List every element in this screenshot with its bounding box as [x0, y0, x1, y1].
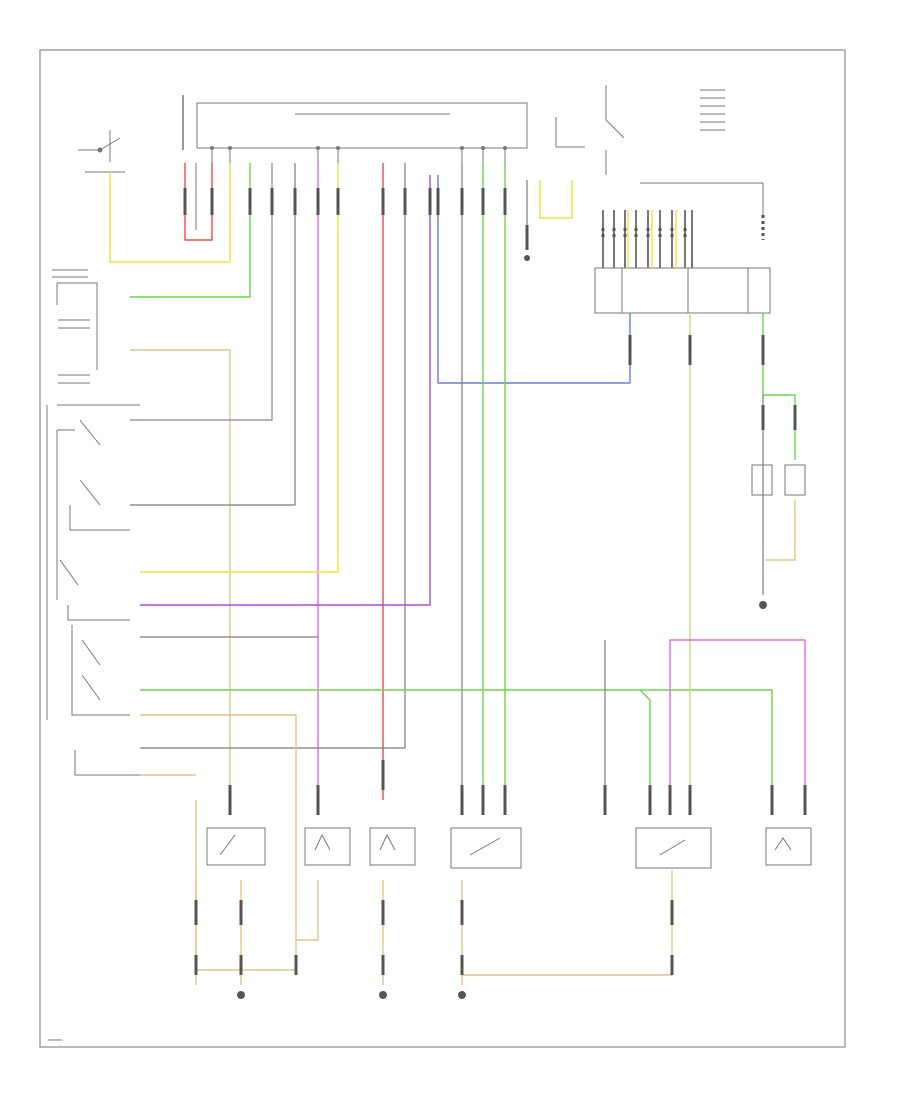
ground-point-3: [458, 991, 466, 999]
left-switch-assembly: [46, 282, 140, 776]
control-module: [182, 95, 528, 163]
ignition-switch: [78, 130, 125, 173]
ground-point-1: [237, 991, 245, 999]
ground-point-2: [379, 991, 387, 999]
ground-points: [237, 255, 767, 999]
relay-modules: [751, 464, 806, 496]
fuse-relay-block: [555, 85, 771, 314]
ground-point-5: [524, 255, 530, 261]
label-marks: [48, 89, 725, 1041]
ground-point-4: [759, 601, 767, 609]
bottom-components: [206, 827, 812, 869]
fuse-connectors: [601, 210, 765, 268]
connector-pins: [183, 188, 807, 975]
diagram-frame: [39, 49, 846, 1048]
wire-runs: [109, 163, 806, 985]
